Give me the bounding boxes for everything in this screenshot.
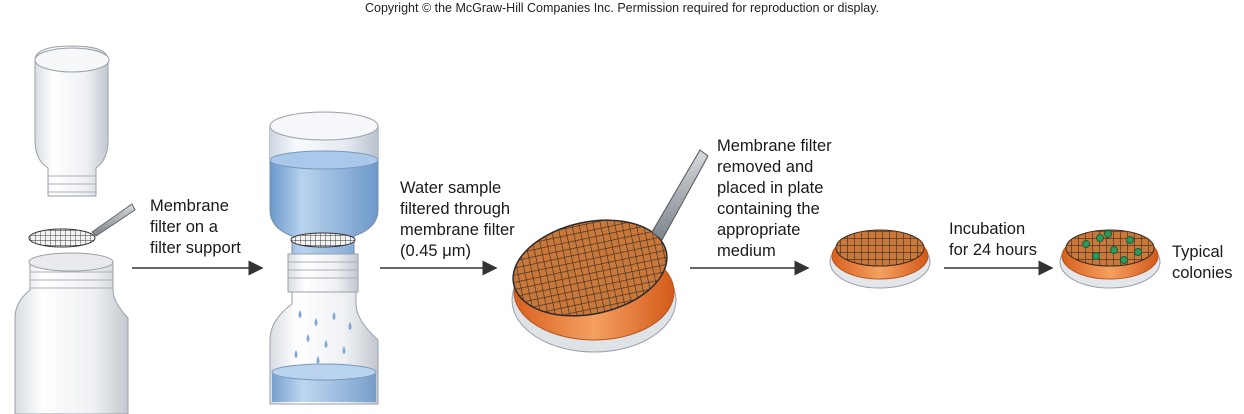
bacterial-colonies (1082, 230, 1142, 264)
petri-dish-colonies (1059, 229, 1161, 289)
label-line: Typical (1172, 243, 1224, 261)
label-step-2: Water sample filtered through membrane f… (400, 178, 515, 262)
label-line: medium (717, 242, 776, 260)
label-line: membrane filter (400, 221, 515, 239)
label-line: Incubation (949, 220, 1026, 238)
label-line: filter on a (150, 218, 218, 236)
label-step-4: Incubation for 24 hours (949, 219, 1037, 261)
filtration-apparatus (269, 111, 379, 405)
label-line: Membrane filter (717, 137, 832, 155)
forceps (91, 203, 136, 237)
reservoir-threads (48, 175, 96, 193)
label-line: filter support (150, 239, 241, 257)
petri-dish-large (511, 149, 709, 353)
label-step-3: Membrane filter removed and placed in pl… (717, 136, 832, 262)
filter-apparatus-open (14, 45, 136, 414)
label-step-5: Typical colonies (1172, 242, 1233, 284)
label-line: filtered through (400, 200, 511, 218)
copyright-notice: Copyright © the McGraw-Hill Companies In… (364, 1, 880, 15)
label-line: Water sample (400, 179, 502, 197)
label-line: appropriate (717, 221, 801, 239)
funnel-top (269, 111, 379, 141)
membrane-filter-on-forceps (512, 219, 668, 317)
label-line: (0.45 μm) (400, 242, 471, 260)
label-line: containing the (717, 200, 820, 218)
label-step-1: Membrane filter on a filter support (150, 196, 241, 259)
label-line: for 24 hours (949, 241, 1038, 259)
label-line: placed in plate (717, 179, 824, 197)
water-droplets (294, 310, 352, 364)
membrane-filter-in-funnel (290, 232, 356, 248)
reservoir-top (34, 47, 110, 73)
label-line: colonies (1172, 264, 1233, 282)
membrane-filter (28, 228, 96, 248)
filter-support-body (14, 261, 129, 414)
reservoir-body (34, 45, 109, 197)
label-line: removed and (717, 158, 814, 176)
forceps-large (651, 149, 709, 241)
label-line: Membrane (150, 197, 229, 215)
petri-dish-incubation (829, 229, 931, 289)
